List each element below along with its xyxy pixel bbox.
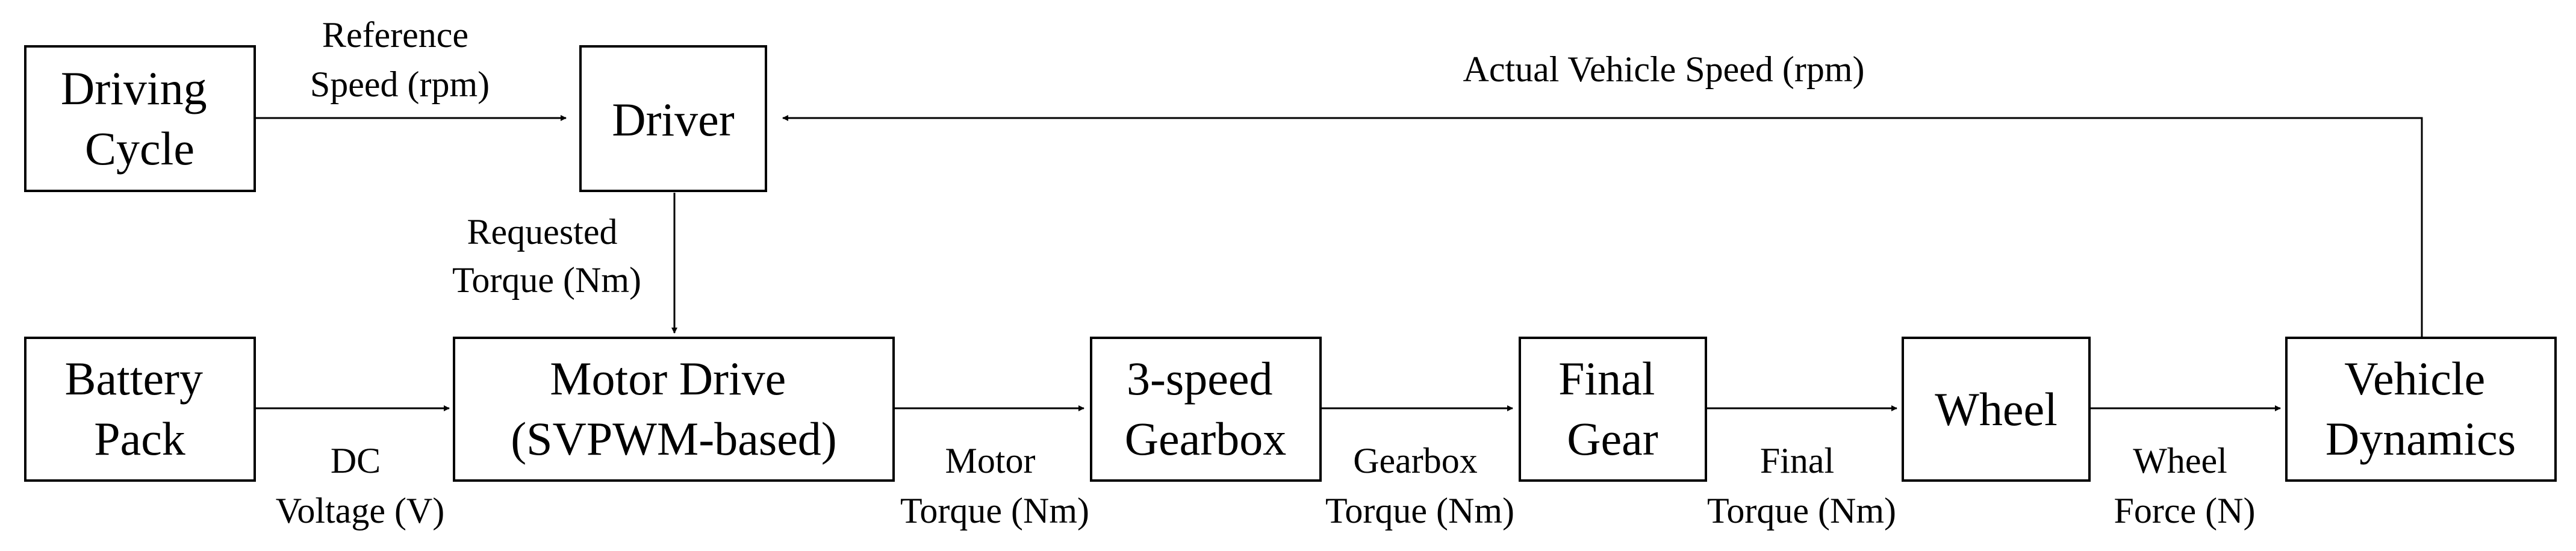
driving-cycle-block: Driving Cycle [24,45,256,192]
final-torque-label: Final Torque (Nm) [1707,441,1896,531]
connectors [255,115,2423,411]
motor-drive-block: Motor Drive (SVPWM-based) [453,337,895,482]
wheel-block: Wheel [1902,337,2091,482]
reference-speed-label: Reference Speed (rpm) [310,15,490,104]
vehicle-dynamics-block: Vehicle Dynamics [2285,337,2557,482]
motor-drive-label: Motor Drive (SVPWM-based) [511,352,837,465]
vehicle-dynamics-label: Vehicle Dynamics [2326,352,2516,465]
gearbox-block: 3-speed Gearbox [1090,337,1322,482]
gearbox-torque-label: Gearbox Torque (Nm) [1325,441,1514,531]
wheel-label: Wheel [1935,383,2058,435]
battery-pack-block: Battery Pack [24,337,256,482]
final-gear-label: Final Gear [1558,352,1667,465]
requested-torque-label: Requested Torque (Nm) [452,212,641,300]
dc-voltage-label: DC Voltage (V) [276,441,445,531]
driving-cycle-label: Driving Cycle [61,62,219,175]
driver-label: Driver [612,93,735,146]
wheel-force-label: Wheel Force (N) [2114,441,2256,531]
driver-block: Driver [579,45,767,192]
battery-pack-label: Battery Pack [64,352,214,465]
actual-vehicle-speed-label: Actual Vehicle Speed (rpm) [1463,49,1864,89]
actual-speed-feedback-arrow [782,115,2423,340]
final-gear-block: Final Gear [1519,337,1707,482]
gearbox-label: 3-speed Gearbox [1125,352,1287,465]
motor-torque-label: Motor Torque (Nm) [900,441,1089,531]
